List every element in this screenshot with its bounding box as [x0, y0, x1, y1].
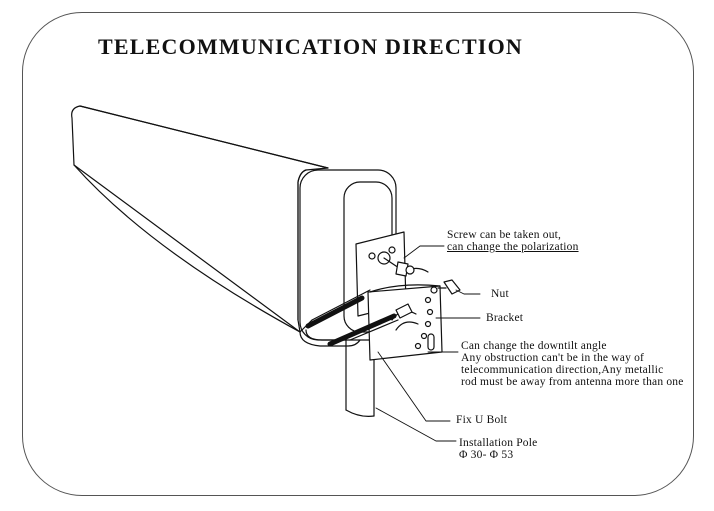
rounded-frame: [22, 12, 694, 496]
downtilt-label-line1: Can change the downtilt angle: [461, 340, 607, 352]
screws: [377, 251, 461, 319]
bracket-label: Bracket: [486, 312, 524, 324]
leader-lines: [375, 245, 481, 442]
pole-label-line2: Φ 30- Φ 53: [459, 449, 514, 461]
screw-label-line1: Screw can be taken out,: [447, 229, 562, 241]
nut-label: Nut: [491, 288, 509, 300]
u-bolt-label: Fix U Bolt: [456, 414, 508, 426]
downtilt-label-line2: Any obstruction can't be in the way of: [461, 352, 645, 364]
bracket: [367, 284, 443, 361]
u-bolt: [299, 289, 399, 347]
diagram-title: TELECOMMUNICATION DIRECTION: [98, 34, 523, 59]
pole-label-line1: Installation Pole: [459, 437, 538, 449]
downtilt-label-line4: rod must be away from antenna more than …: [461, 376, 684, 388]
downtilt-label-line3: telecommunication direction,Any metallic: [461, 364, 664, 376]
screw-label-line2: can change the polarization: [447, 241, 579, 253]
